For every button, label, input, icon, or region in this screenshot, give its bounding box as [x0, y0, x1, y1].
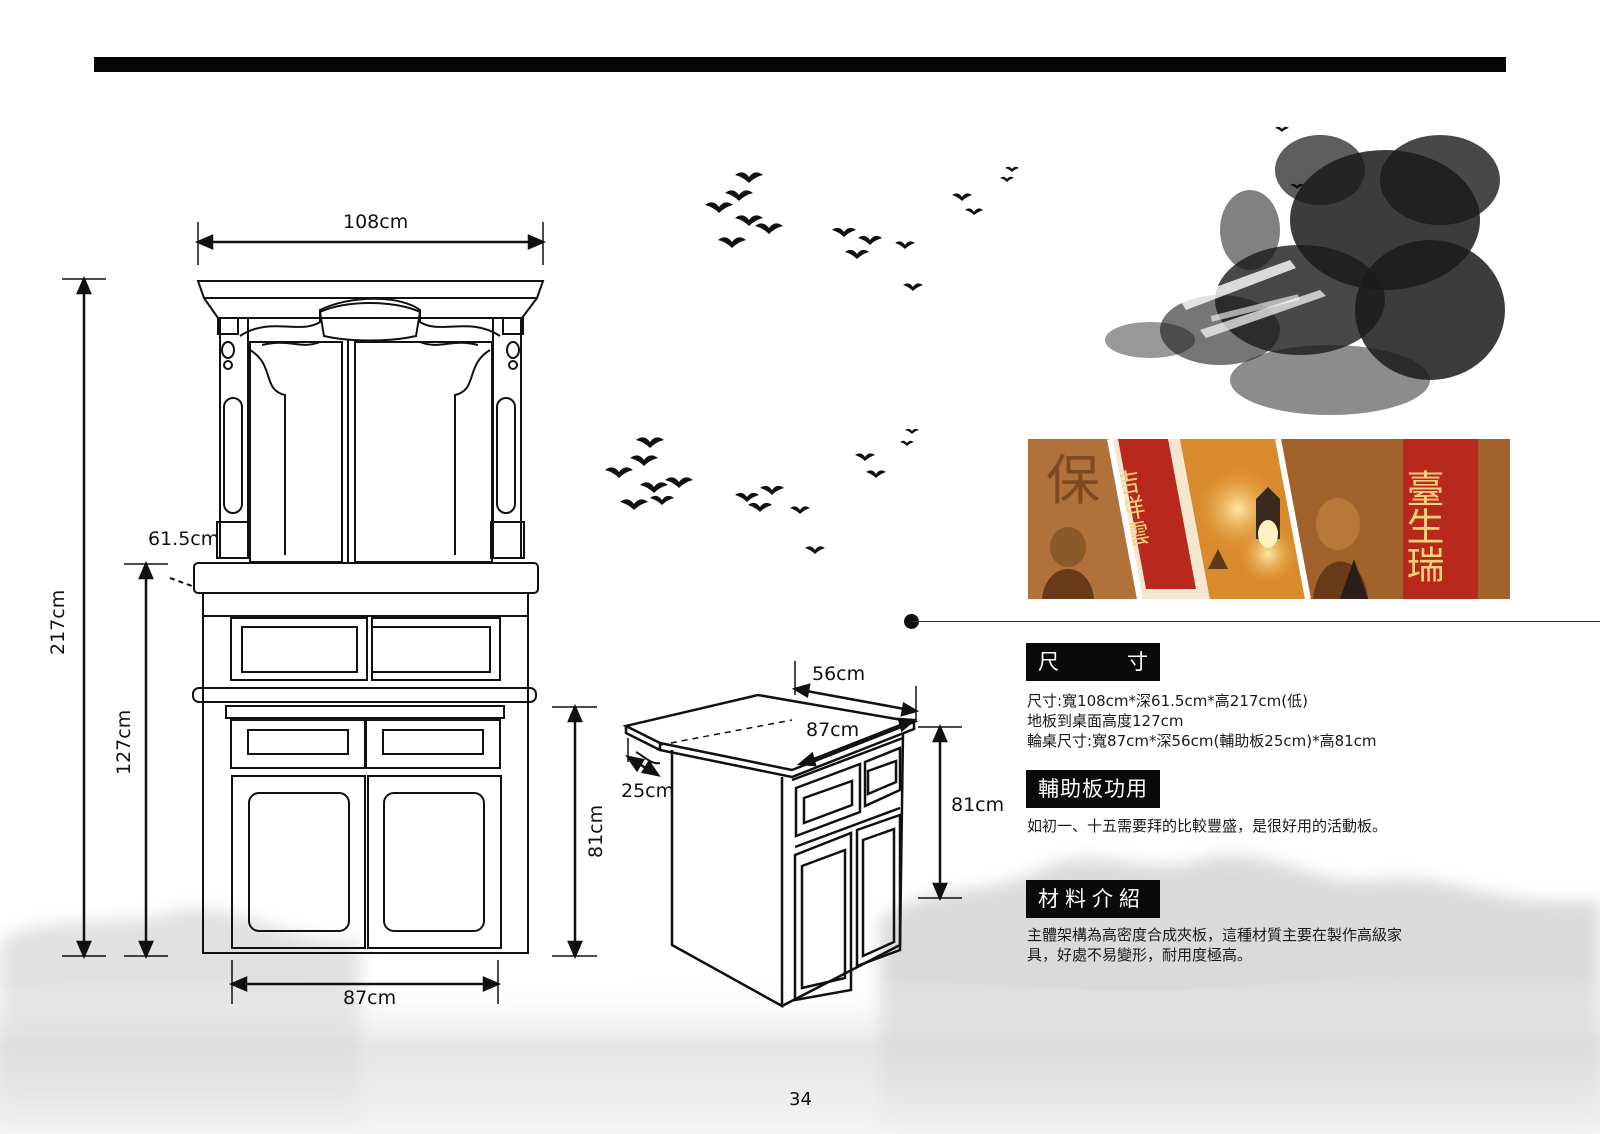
page-number: 34 [789, 1089, 812, 1110]
dim-cabinet-depth: 61.5cm [148, 528, 219, 550]
dim-table-height: 81cm [585, 805, 607, 858]
dim-aux-board: 25cm [621, 780, 674, 802]
dim-cabinet-height: 217cm [47, 590, 69, 655]
divider-line [912, 621, 1600, 622]
top-rule [94, 57, 1506, 72]
dim-base-width: 87cm [343, 987, 396, 1009]
photo-couplet-right: 臺生瑞 [1400, 469, 1444, 583]
size-line: 尺寸:寬108cm*深61.5cm*高217cm(低) [1027, 692, 1308, 710]
svg-text:保: 保 [1046, 449, 1100, 512]
heading-size: 尺 寸 [1026, 643, 1160, 681]
divider-dot [904, 614, 919, 629]
shrine-photo-collage: 保 吉祥雲 臺生瑞 [1028, 439, 1510, 599]
heading-aux-board: 輔助板功用 [1026, 770, 1160, 808]
material-description: 主體架構為高密度合成夾板，這種材質主要在製作高級家具，好處不易變形，耐用度極高。 [1027, 926, 1403, 964]
aux-board-description: 如初一、十五需要拜的比較豐盛，是很好用的活動板。 [1027, 817, 1388, 835]
size-details: 尺寸:寬108cm*深61.5cm*高217cm(低) 地板到桌面高度127cm… [1027, 691, 1377, 751]
dim-cart-height: 81cm [951, 794, 1004, 816]
size-line: 地板到桌面高度127cm [1027, 712, 1184, 730]
heading-material: 材料介紹 [1026, 880, 1160, 918]
dim-cart-depth: 56cm [812, 663, 865, 685]
heading-size-char-1: 尺 [1038, 650, 1059, 674]
size-line: 輪桌尺寸:寬87cm*深56cm(輔助板25cm)*高81cm [1027, 732, 1377, 750]
dim-cabinet-width: 108cm [343, 211, 408, 233]
ink-birds [605, 126, 1304, 554]
heading-size-char-2: 寸 [1127, 650, 1148, 674]
dim-floor-to-table: 127cm [113, 710, 135, 775]
dim-cart-width: 87cm [806, 719, 859, 741]
